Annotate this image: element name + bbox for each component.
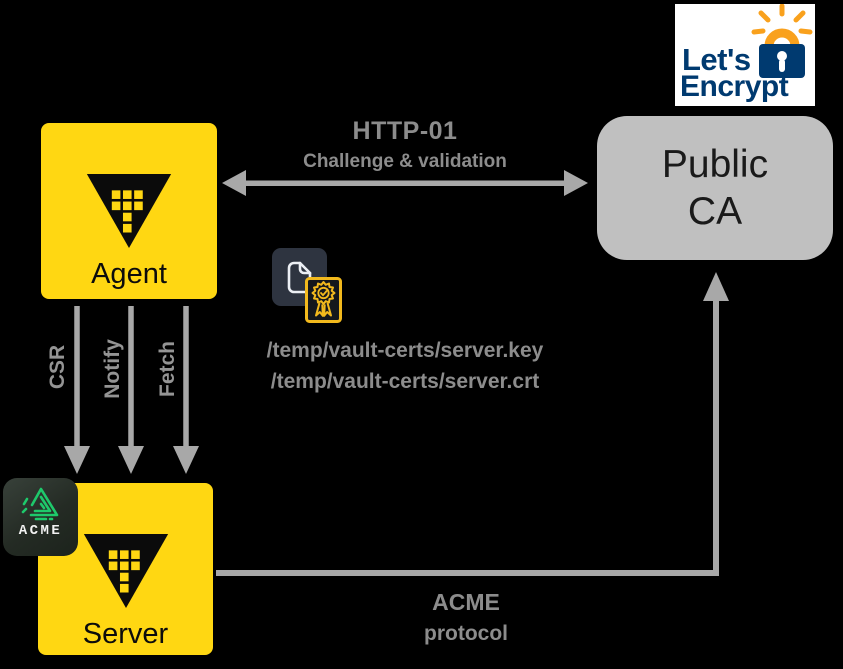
vault-logo-icon — [83, 534, 168, 608]
server-label: Server — [82, 618, 169, 650]
notify-arrow-label: Notify — [101, 339, 124, 399]
lets-encrypt-logo: Let's Encrypt — [675, 4, 815, 106]
acme-badge: ACME — [3, 478, 78, 556]
acme-protocol-label-line2: protocol — [424, 622, 508, 645]
vault-server-box: Server — [38, 483, 213, 655]
agent-to-server-arrows — [64, 306, 199, 474]
vault-logo-icon — [86, 174, 172, 248]
acme-protocol-label-line1: ACME — [432, 589, 500, 615]
vault-agent-box: Agent — [41, 123, 217, 299]
certificate-icon — [305, 277, 342, 323]
cert-path-key: /temp/vault-certs/server.key — [266, 339, 544, 362]
public-ca-line1: Public — [661, 143, 769, 186]
public-ca-box: Public CA — [597, 116, 833, 260]
http01-subtitle: Challenge & validation — [303, 151, 507, 172]
acme-protocol-arrow — [216, 272, 729, 576]
http01-title: HTTP-01 — [352, 117, 458, 145]
fetch-arrow-label: Fetch — [156, 340, 179, 398]
acme-badge-label: ACME — [18, 523, 63, 539]
http01-double-arrow — [222, 170, 588, 196]
agent-label: Agent — [91, 258, 167, 290]
cert-path-crt: /temp/vault-certs/server.crt — [270, 370, 540, 393]
lets-encrypt-lock-icon — [751, 4, 813, 78]
lets-encrypt-word1: Let's — [682, 42, 751, 77]
acme-logo-icon — [21, 487, 58, 521]
public-ca-line2: CA — [687, 190, 743, 233]
csr-arrow-label: CSR — [46, 344, 69, 390]
